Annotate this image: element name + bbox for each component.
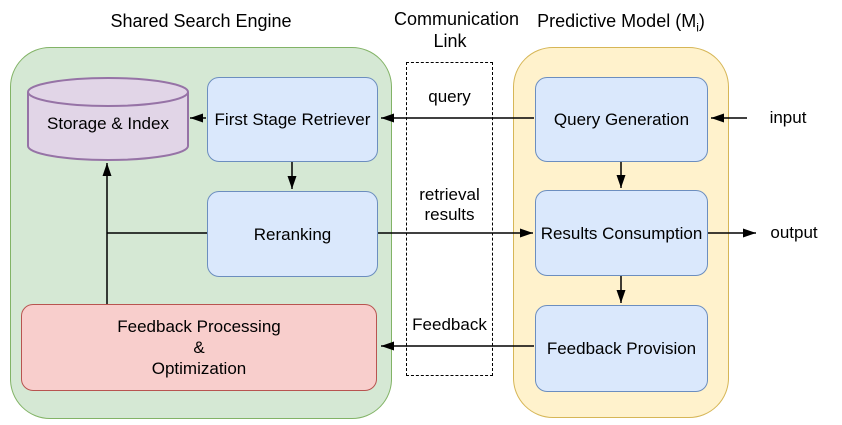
title-predictive-model-subscript: i	[696, 20, 699, 35]
node-feedback-provision-label: Feedback Provision	[546, 339, 697, 358]
io-label-output: output	[770, 223, 818, 242]
title-predictive-model-suffix: )	[698, 11, 705, 31]
title-shared-search-engine: Shared Search Engine	[110, 11, 292, 31]
node-feedback-processing-label-line2: &	[193, 338, 205, 357]
node-results-consumption: Results Consumption	[535, 190, 708, 276]
title-communication-link: Communication Link	[394, 8, 520, 52]
node-query-generation: Query Generation	[535, 77, 708, 162]
node-first-stage-retriever-label: First Stage Retriever	[214, 110, 371, 129]
edge-label-feedback: Feedback	[412, 315, 487, 334]
title-communication-link-line1: Communication	[394, 9, 520, 29]
communication-link-box	[406, 62, 493, 376]
edge-label-retrieval-results-line2: results	[424, 205, 475, 224]
node-query-generation-label: Query Generation	[553, 110, 690, 129]
edge-label-query: query	[428, 87, 471, 106]
edge-label-retrieval-results: retrieval results	[406, 185, 493, 225]
node-reranking-label: Reranking	[253, 224, 332, 244]
node-feedback-processing-label-line3: Optimization	[151, 359, 247, 378]
edge-label-retrieval-results-line1: retrieval	[419, 185, 480, 204]
node-storage-index-label: Storage & Index	[47, 114, 169, 133]
node-feedback-processing-label-line1: Feedback Processing	[117, 317, 281, 336]
node-feedback-provision: Feedback Provision	[535, 305, 708, 392]
node-feedback-processing-optimization: Feedback Processing & Optimization	[21, 304, 377, 391]
title-predictive-model-prefix: Predictive Model (M	[537, 11, 697, 31]
title-predictive-model: Predictive Model (Mi)	[513, 10, 729, 39]
node-results-consumption-label: Results Consumption	[540, 223, 703, 243]
node-first-stage-retriever: First Stage Retriever	[207, 77, 378, 162]
node-reranking: Reranking	[207, 191, 378, 277]
io-label-input: input	[769, 108, 807, 127]
title-communication-link-line2: Link	[433, 31, 467, 51]
